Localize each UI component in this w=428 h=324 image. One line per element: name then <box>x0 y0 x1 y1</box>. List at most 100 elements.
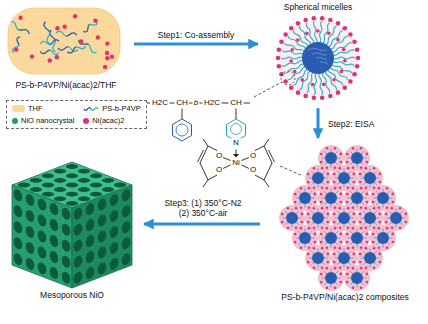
ni-acac-dot <box>353 181 356 184</box>
ni-acac-dot <box>378 227 381 230</box>
ps-chain <box>58 47 68 51</box>
ni-acac-dot <box>320 241 323 244</box>
ps-chain <box>79 40 89 44</box>
p4vp-chain <box>374 238 378 239</box>
ni-acac-dot <box>340 70 344 74</box>
p4vp-chain <box>305 204 306 208</box>
ni-acac-dot <box>378 173 381 176</box>
pore <box>50 202 59 217</box>
ni-acac-dot <box>334 286 337 289</box>
p4vp-chain <box>387 218 391 219</box>
ni-acac-dot <box>391 193 394 196</box>
p4vp-chain <box>350 202 352 204</box>
p4vp-chain <box>374 211 376 213</box>
ni-acac-dot <box>326 267 329 270</box>
ni-acac-dot <box>347 207 350 210</box>
ni-acac-dot <box>373 247 376 250</box>
p4vp-chain <box>348 182 350 184</box>
ni-acac-dot <box>322 83 326 87</box>
ni-acac-dot <box>346 161 349 164</box>
p4vp-chain <box>306 23 313 44</box>
p4vp-chain <box>318 249 319 253</box>
pore <box>75 177 92 184</box>
ni-acac-dot <box>293 70 297 74</box>
p4vp-chain <box>311 171 313 173</box>
ni-acac-dot <box>327 181 330 184</box>
p4vp-chain <box>370 224 371 228</box>
p4vp-chain <box>331 229 332 233</box>
micelle-shell <box>319 266 344 291</box>
ni-acac-dot <box>327 221 330 224</box>
ni-acac-dot <box>359 261 362 264</box>
p4vp-chain <box>292 224 293 228</box>
p4vp-chain <box>370 249 371 253</box>
pore <box>38 261 47 276</box>
ni-acac-dot <box>359 221 362 224</box>
ni-acac-dot <box>307 253 310 256</box>
ni-acac-dot <box>289 26 294 31</box>
p4vp-chain <box>396 209 397 213</box>
ni-acac-dot <box>326 187 329 190</box>
step-label: Step2: EISA <box>328 119 374 129</box>
micelle-core <box>390 212 402 224</box>
p4vp-chain <box>350 191 352 193</box>
pore <box>38 197 47 212</box>
ni-acac-dot <box>30 54 34 58</box>
ni-acac-dot <box>320 153 323 156</box>
ps-chain <box>50 30 56 41</box>
p4vp-chain <box>361 282 363 284</box>
p4vp-chain <box>324 258 328 259</box>
ni-acac-dot <box>360 267 363 270</box>
chemical-bond <box>208 175 217 180</box>
p4vp-chain <box>357 204 358 208</box>
p4vp-chain <box>292 209 293 213</box>
ni-acac-dot <box>352 213 355 216</box>
atom-label: O <box>250 166 256 174</box>
node-label: Mesoporous NiO <box>40 290 104 300</box>
ni-acac-dot <box>326 147 329 150</box>
p4vp-chain <box>389 198 393 199</box>
p4vp-chain <box>309 202 311 204</box>
p4vp-chain <box>298 191 300 193</box>
p4vp-chain <box>350 151 352 153</box>
legend-item: THF <box>12 104 74 113</box>
p4vp-chain <box>348 278 352 279</box>
process-arrow <box>144 223 260 226</box>
micelle-core <box>351 152 363 164</box>
p4vp-chain <box>296 238 300 239</box>
chemical-bond <box>264 163 272 180</box>
ni-acac-dot <box>334 227 337 230</box>
pore <box>14 188 23 203</box>
p4vp-chain <box>363 238 367 239</box>
pore-grid <box>15 163 128 206</box>
ni-acac-dot <box>105 51 109 55</box>
p4vp-chain <box>335 178 339 179</box>
pore <box>86 266 95 281</box>
p4vp-chain <box>322 251 324 253</box>
ni-acac-dot <box>366 201 369 204</box>
p4vp-chain <box>309 218 313 219</box>
ps-chain <box>50 40 59 45</box>
p4vp-chain <box>383 229 384 233</box>
micelle-core <box>286 212 298 224</box>
ni-acac-dot <box>294 193 297 196</box>
legend-swatch <box>12 105 25 112</box>
legend-label: PS-b-P4VP <box>102 104 140 113</box>
pore <box>14 204 23 219</box>
p4vp-chain <box>350 282 352 284</box>
ni-acac-dot <box>281 221 284 224</box>
p4vp-chain <box>357 244 358 248</box>
ni-acac-dot <box>365 153 368 156</box>
ni-acac-dot <box>386 187 389 190</box>
p4vp-chain <box>357 269 358 273</box>
leader-line <box>280 166 303 176</box>
p4vp-chain <box>402 218 406 219</box>
ni-acac-dot <box>342 26 347 31</box>
p4vp-chain <box>337 211 339 213</box>
p4vp-chain <box>333 50 355 55</box>
pore <box>63 182 80 189</box>
p4vp-chain <box>335 258 339 259</box>
ni-acac-dot <box>392 241 395 244</box>
p4vp-chain <box>374 262 376 264</box>
p4vp-chain <box>331 269 332 273</box>
